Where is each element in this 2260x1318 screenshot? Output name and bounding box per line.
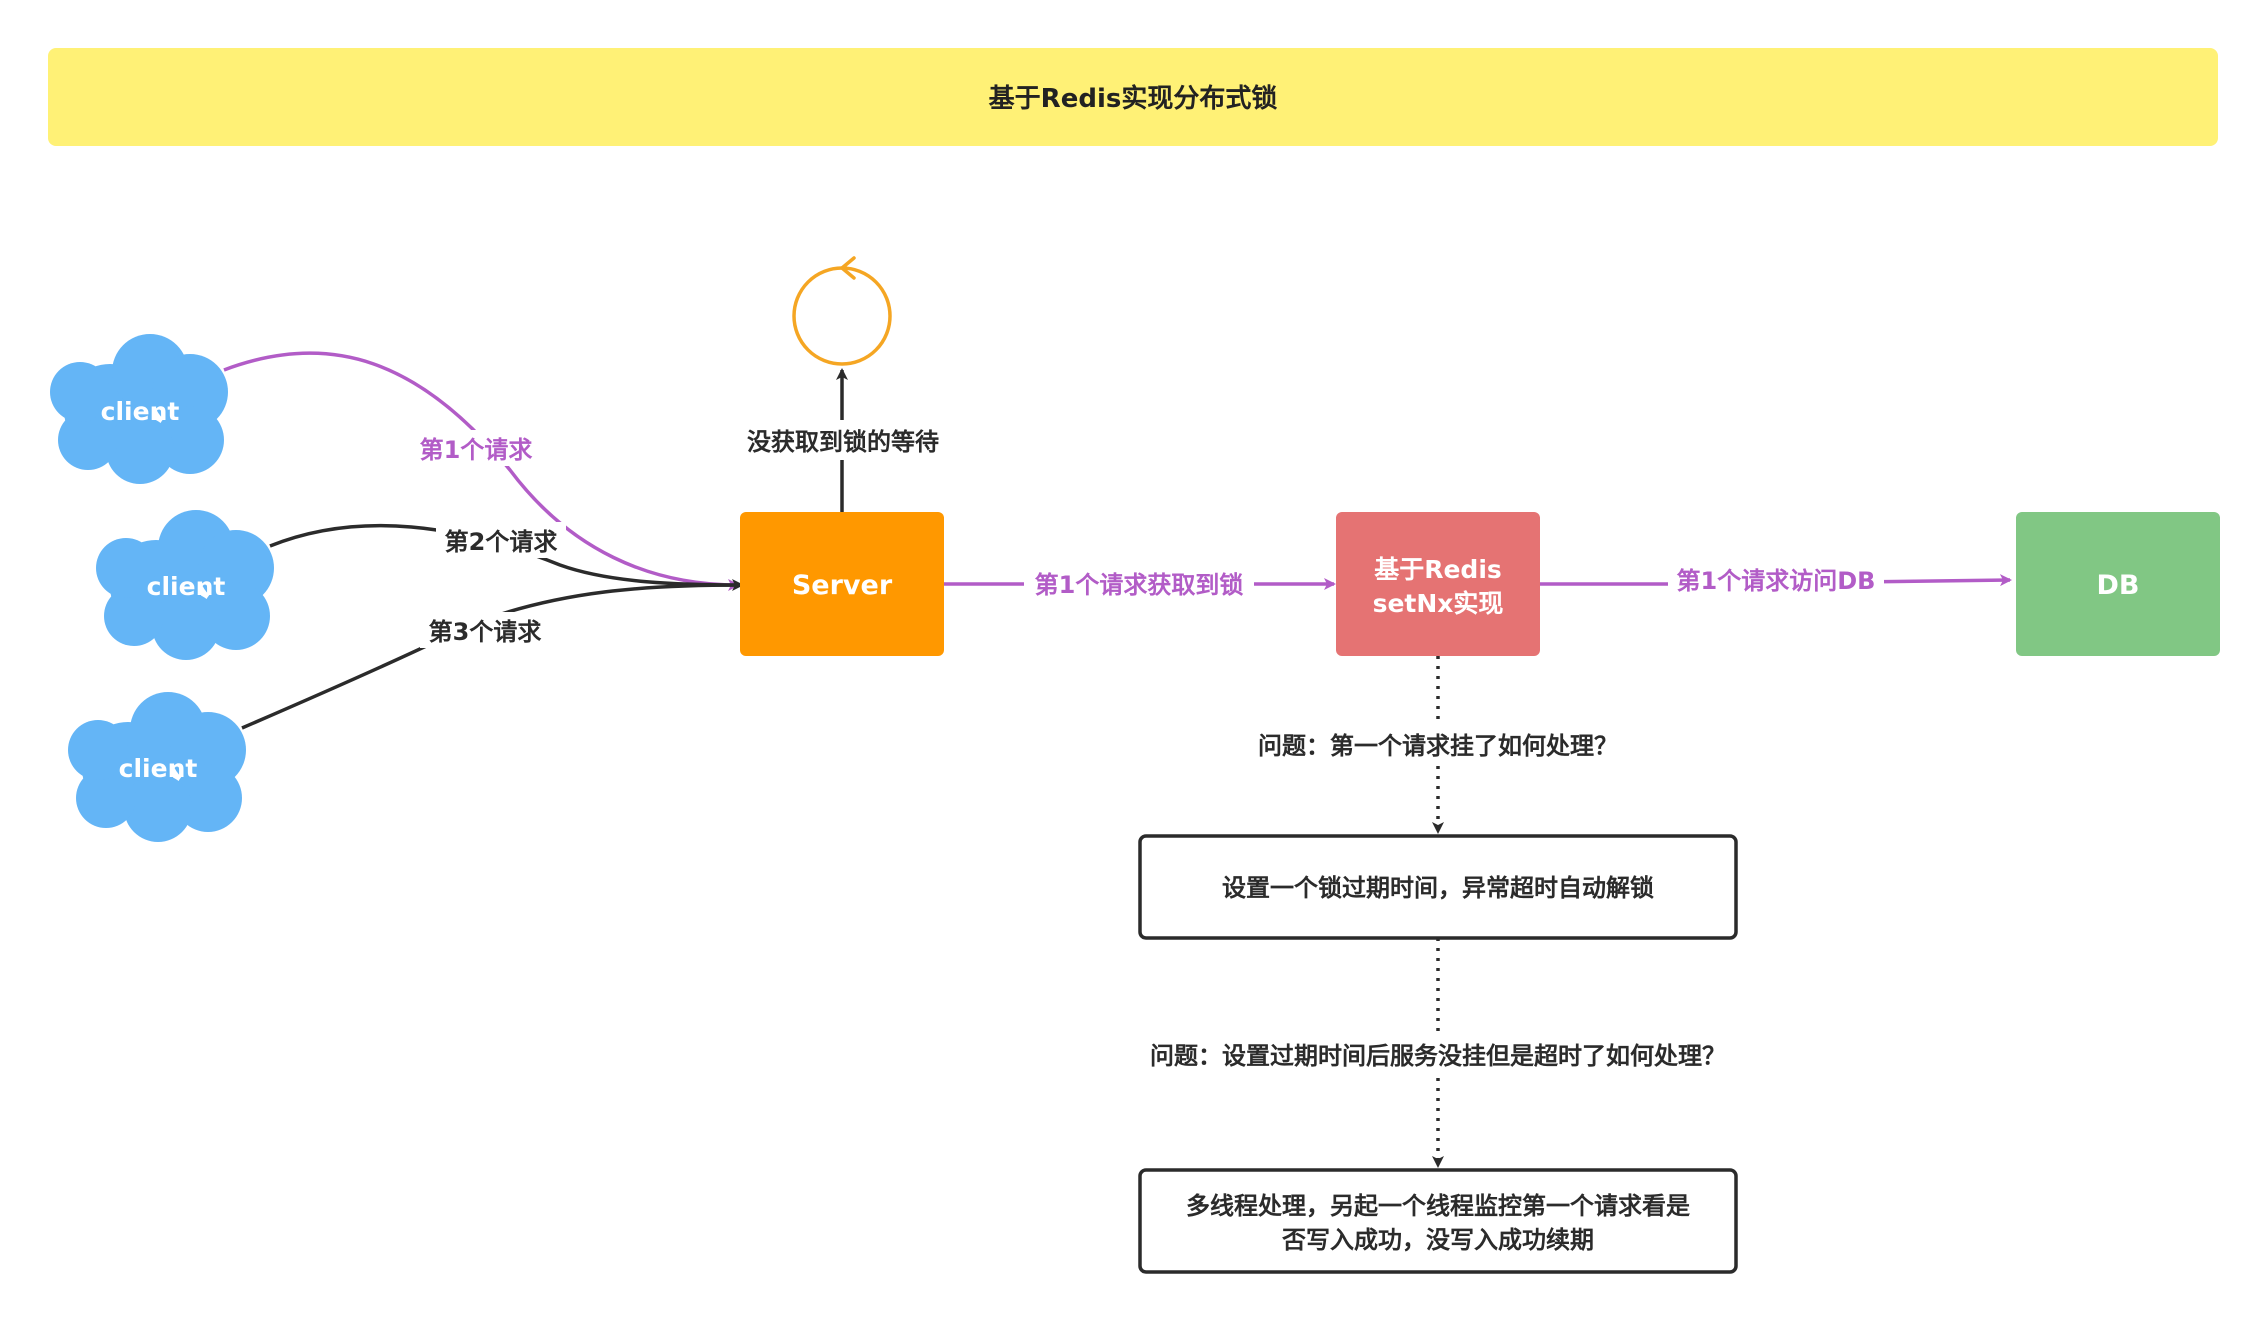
- edge-label-req2: 第2个请求: [445, 528, 558, 556]
- wait-loop-icon: [792, 256, 892, 366]
- edge-label-req3: 第3个请求: [429, 618, 542, 646]
- edge-label-req1: 第1个请求: [420, 436, 533, 464]
- server-label: Server: [792, 570, 893, 601]
- title-banner: [48, 48, 2218, 146]
- edge-label-question-2: 问题：设置过期时间后服务没挂但是超时了如何处理？: [1150, 1042, 1726, 1070]
- server-node: [740, 512, 944, 656]
- client-cloud-1: [50, 334, 228, 484]
- edge-req2: [269, 523, 744, 591]
- redis-label-line2: setNx实现: [1373, 589, 1504, 618]
- label-bg-q1: [1240, 724, 1636, 764]
- db-node: [2016, 512, 2220, 656]
- label-bg-req3: [420, 612, 550, 648]
- timeout-solution-text: 设置一个锁过期时间，异常超时自动解锁: [1222, 874, 1654, 902]
- redis-label-line1: 基于Redis: [1374, 555, 1502, 584]
- label-bg-req2: [436, 522, 566, 558]
- client-1-label: client: [101, 397, 180, 426]
- label-bg-wait: [732, 420, 954, 460]
- redis-setnx-node: [1336, 512, 1540, 656]
- client-cloud-3: [68, 692, 246, 842]
- title-text: 基于Redis实现分布式锁: [989, 83, 1278, 114]
- multithread-solution-box: [1138, 1168, 1738, 1274]
- edge-req3: [241, 583, 743, 730]
- client-cloud-2: [96, 510, 274, 660]
- label-bg-req1: [412, 430, 540, 466]
- edge-label-get-lock: 第1个请求获取到锁: [1035, 571, 1244, 599]
- client-3-label: client: [119, 754, 198, 783]
- db-label: DB: [2097, 570, 2140, 601]
- edge-label-wait: 没获取到锁的等待: [747, 428, 939, 456]
- label-bg-q2: [1120, 1034, 1756, 1074]
- edge-label-access-db: 第1个请求访问DB: [1677, 567, 1876, 595]
- multithread-solution-line2: 否写入成功，没写入成功续期: [1281, 1226, 1594, 1254]
- client-2-label: client: [147, 572, 226, 601]
- label-bg-access-db: [1668, 562, 1884, 598]
- label-bg-get-lock: [1024, 566, 1254, 602]
- edge-label-question-1: 问题：第一个请求挂了如何处理？: [1258, 732, 1618, 760]
- edge-req1: [223, 351, 740, 591]
- multithread-solution-line1: 多线程处理，另起一个线程监控第一个请求看是: [1186, 1192, 1690, 1220]
